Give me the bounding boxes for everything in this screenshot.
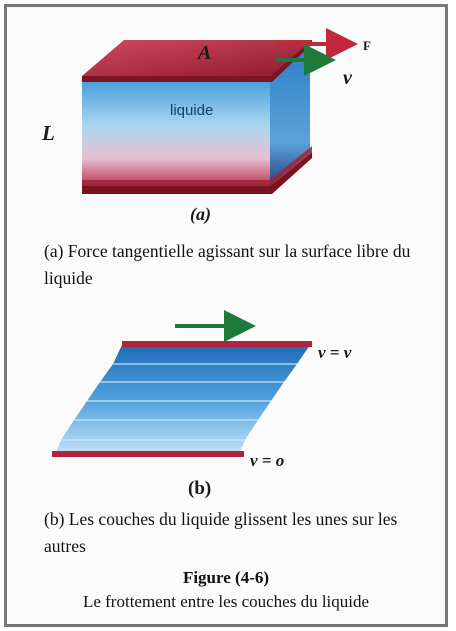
length-label: L bbox=[41, 121, 55, 145]
area-label: A bbox=[196, 42, 211, 64]
liquid-layers bbox=[56, 345, 310, 452]
diagram-a-tag: (a) bbox=[190, 204, 211, 225]
bottom-plate bbox=[82, 152, 312, 194]
moving-top-plate bbox=[122, 341, 312, 347]
caption-b: (b) Les couches du liquide glissent les … bbox=[44, 509, 398, 556]
figure-title: Le frottement entre les couches du liqui… bbox=[82, 592, 370, 611]
bottom-velocity-label: v = o bbox=[250, 451, 284, 470]
velocity-label: v bbox=[343, 67, 353, 89]
liquid-label: liquide bbox=[170, 102, 213, 119]
block-front-face bbox=[82, 76, 270, 186]
top-velocity-label: v = v bbox=[318, 343, 352, 362]
diagram-b-tag: (b) bbox=[188, 478, 211, 499]
top-plate bbox=[82, 40, 312, 76]
sliding-layers-diagram bbox=[52, 310, 312, 457]
block-side-face bbox=[270, 40, 310, 186]
caption-a: (a) Force tangentielle agissant sur la s… bbox=[44, 241, 411, 288]
liquid-block-diagram bbox=[82, 28, 358, 194]
fixed-bottom-plate bbox=[52, 451, 244, 457]
figure-number: Figure (4-6) bbox=[182, 568, 270, 587]
force-label: F bbox=[363, 38, 371, 53]
